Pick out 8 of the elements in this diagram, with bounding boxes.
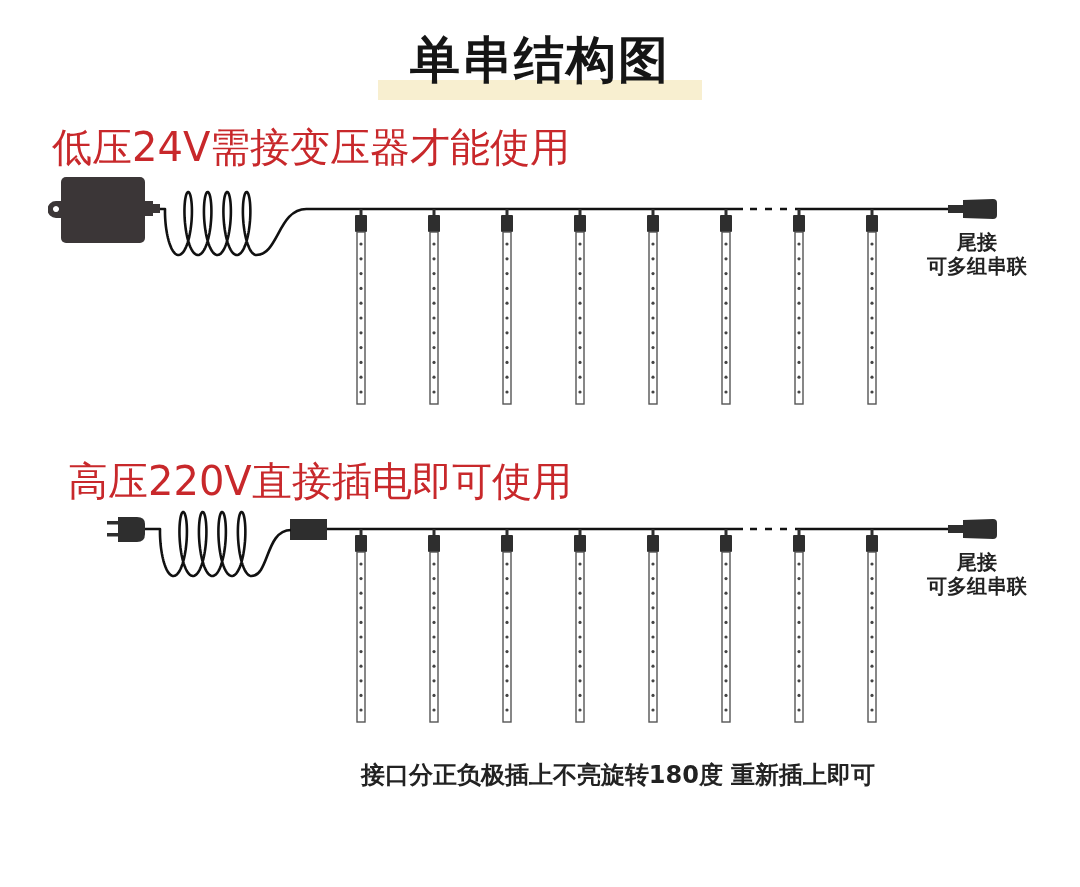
diagram-title: 单串结构图 [410, 35, 670, 85]
tail-connector-note: 尾接 [957, 232, 997, 252]
voltage-heading: 低压24V需接变压器才能使用 [52, 127, 571, 167]
tail-connector-note: 可多组串联 [927, 576, 1027, 596]
tail-connector-note: 可多组串联 [927, 256, 1027, 276]
polarity-note: 接口分正负极插上不亮旋转180度 重新插上即可 [360, 763, 876, 787]
tail-connector-note: 尾接 [957, 552, 997, 572]
voltage-heading: 高压220V直接插电即可使用 [68, 461, 572, 501]
